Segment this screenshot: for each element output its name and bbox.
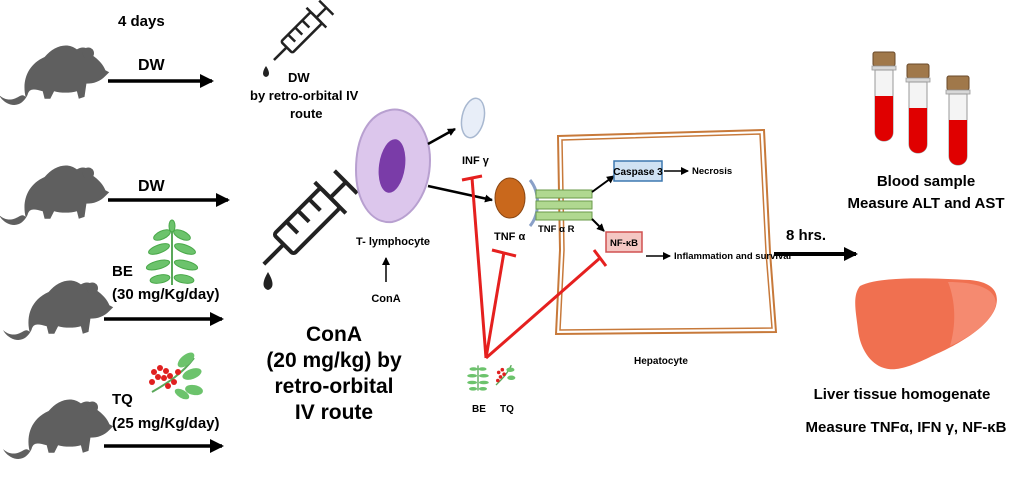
group-dw-label-2: DW	[138, 178, 166, 195]
tnf-receptor-label: TNF α R	[538, 224, 575, 235]
inf-gamma-label: INF γ	[462, 155, 490, 167]
tnf-receptor-bar	[535, 189, 593, 199]
be-small-label: BE	[472, 404, 486, 415]
drop-icon	[263, 66, 269, 77]
hepatocyte-membrane	[554, 128, 778, 336]
cona-dose: (20 mg/kg) by	[266, 349, 402, 372]
group-dw-label: DW	[138, 57, 166, 74]
mouse-icon	[0, 165, 110, 225]
nfkb-arrow	[591, 218, 605, 232]
measure-tnf-label: Measure TNFα, IFN γ, NF-κB	[806, 419, 1007, 436]
blood-tube-icon	[945, 75, 971, 166]
syringe-route-line2: route	[290, 106, 323, 121]
blood-tube-icon	[905, 63, 931, 154]
inhibition-lines	[461, 174, 608, 360]
tnf-alpha-molecule	[494, 177, 526, 219]
syringe-icon	[273, 0, 335, 61]
inf-secretion-arrow	[427, 127, 456, 146]
group-be-dose: (30 mg/Kg/day)	[112, 286, 220, 303]
caspase-box	[613, 160, 663, 182]
mouse-icon	[2, 399, 114, 459]
caspase-label: Caspase 3	[613, 167, 663, 178]
berry-plant-icon	[495, 364, 516, 386]
measure-alt-label: Measure ALT and AST	[848, 195, 1005, 212]
caspase-arrow	[591, 175, 615, 193]
tnf-alpha-label: TNF α	[494, 231, 525, 243]
group-tq-dose: (25 mg/Kg/day)	[112, 415, 220, 432]
group-tq-label: TQ	[112, 391, 133, 408]
necrosis-label: Necrosis	[692, 166, 732, 177]
tnf-receptor-bar	[535, 200, 593, 210]
blood-tube-icon	[871, 51, 897, 142]
plant-icon	[145, 219, 199, 285]
mouse-icon	[2, 280, 114, 340]
syringe-icon	[262, 169, 359, 266]
inflammation-label: Inflammation and survival	[674, 251, 791, 262]
liver-homogenate-label: Liver tissue homogenate	[814, 386, 991, 403]
inf-gamma-molecule	[460, 97, 486, 139]
cona-title: ConA	[306, 323, 362, 346]
blood-sample-label: Blood sample	[877, 173, 975, 190]
syringe-route-line1: by retro-orbital IV	[250, 88, 359, 103]
group-be-label: BE	[112, 263, 133, 280]
nfkb-label: NF-κB	[610, 238, 638, 249]
berry-plant-icon	[149, 352, 203, 400]
t-lymphocyte-nucleus	[378, 139, 406, 193]
tnf-receptor-bar	[535, 211, 593, 221]
cona-route-line1: retro-orbital	[274, 375, 393, 398]
tnf-secretion-arrow	[427, 184, 493, 203]
duration-label: 4 days	[118, 13, 165, 30]
hepatocyte-membrane-inner	[559, 133, 773, 331]
time-label: 8 hrs.	[786, 227, 826, 244]
liver-lobe	[948, 282, 996, 346]
mouse-icon	[0, 45, 110, 105]
syringe-dw-label: DW	[288, 70, 310, 85]
cona-route-line2: IV route	[295, 401, 373, 424]
nfkb-box	[605, 231, 643, 253]
t-lymphocyte-label: T- lymphocyte	[356, 236, 430, 248]
hepatocyte-label: Hepatocyte	[634, 356, 688, 367]
drop-icon	[263, 272, 273, 290]
cona-stimulus-label: ConA	[371, 293, 400, 305]
plant-icon	[467, 365, 489, 391]
tq-small-label: TQ	[500, 404, 514, 415]
